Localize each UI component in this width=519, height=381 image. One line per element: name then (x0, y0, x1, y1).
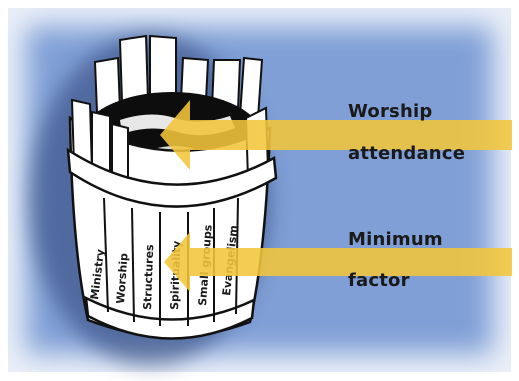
attendance-label: attendance (348, 143, 466, 164)
stave-label-structures: Structures (141, 244, 156, 310)
factor-label: factor (348, 270, 410, 291)
worship-arrow (160, 100, 512, 170)
stave-label-worship: Worship (114, 253, 131, 305)
back-staves (93, 34, 264, 120)
worship-label: Worship (348, 101, 433, 122)
bottom-hoop (84, 295, 256, 340)
minimum-factor-arrow (164, 232, 512, 292)
top-hoop (66, 147, 278, 208)
minimum-label: Minimum (348, 229, 443, 250)
stave-label-ministry: Ministry (88, 248, 107, 300)
